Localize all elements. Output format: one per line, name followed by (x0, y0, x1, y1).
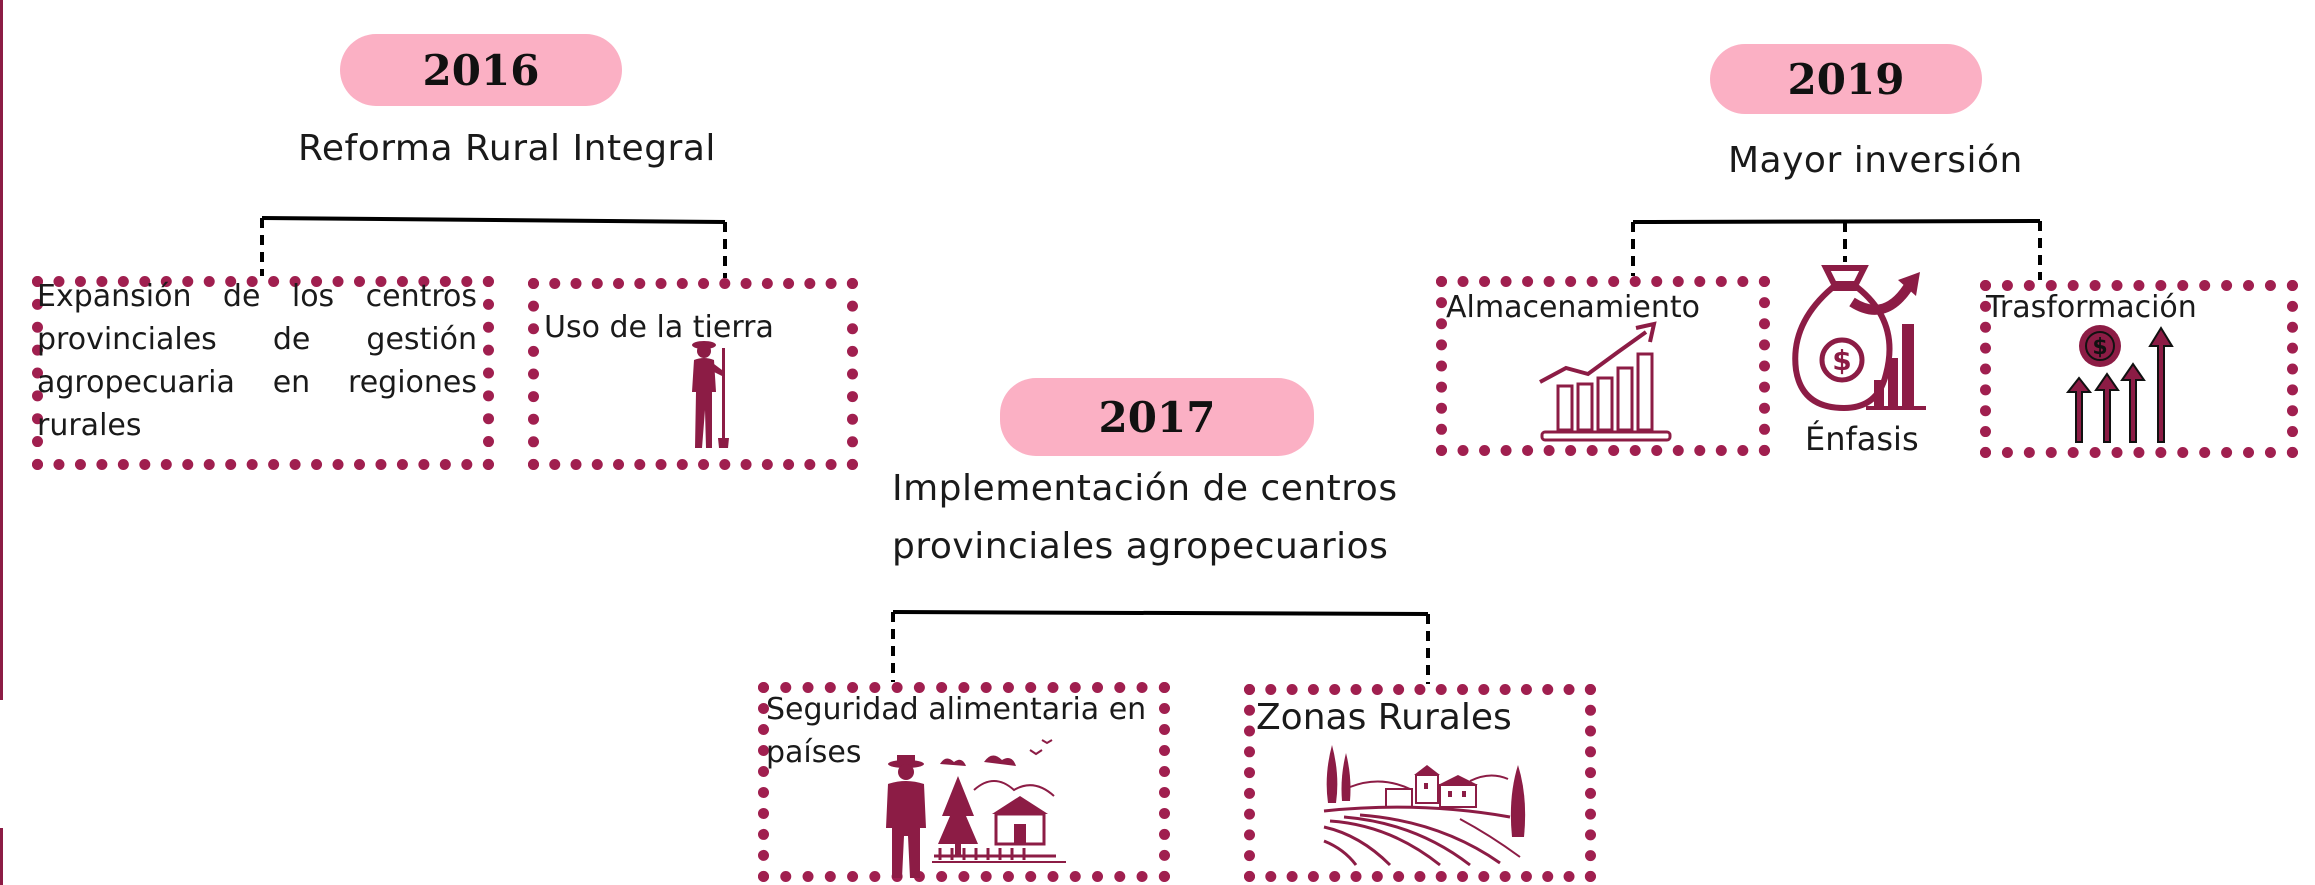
box-text-almacenamiento: Almacenamiento (1446, 290, 1700, 325)
farmer-with-shovel-icon (684, 340, 734, 450)
box-text-seguridad: Seguridad alimentaria en países (766, 692, 1147, 770)
svg-text:$: $ (1832, 344, 1851, 377)
farmer-house-trees-icon (880, 736, 1070, 880)
coin-rising-arrows-icon: $ (2064, 322, 2184, 444)
svg-text:$: $ (2092, 335, 2107, 360)
heading-2016: Reforma Rural Integral (298, 128, 716, 169)
year-label: 2019 (1787, 54, 1905, 104)
left-accent-rule-lower (0, 828, 3, 885)
connector-2019 (1632, 219, 2041, 224)
box-text-uso-tierra: Uso de la tierra (544, 310, 774, 345)
heading-2019: Mayor inversión (1728, 140, 2023, 181)
left-accent-rule (0, 0, 3, 700)
countryside-village-icon (1320, 745, 1530, 867)
box-almacenamiento (1436, 276, 1770, 456)
year-label: 2017 (1098, 392, 1216, 442)
box-text-trasformacion: Trasformación (1986, 290, 2197, 325)
heading-2017: Implementación de centros provinciales a… (892, 468, 1398, 567)
box-text-expansion: Expansión de los centros provinciales de… (37, 279, 477, 443)
year-badge-2019: 2019 (1710, 44, 1982, 114)
connector-2016 (261, 216, 726, 224)
center-label-enfasis: Énfasis (1805, 420, 1919, 458)
year-badge-2017: 2017 (1000, 378, 1314, 456)
box-trasformacion (1980, 280, 2298, 458)
box-uso-tierra (528, 278, 858, 470)
box-expansion-centros (32, 276, 494, 470)
box-text-zonas: Zonas Rurales (1256, 697, 1512, 738)
connector-2017 (892, 610, 1429, 616)
growth-bar-chart-icon (1536, 320, 1676, 444)
money-bag-growth-icon: $ (1782, 262, 1930, 412)
year-badge-2016: 2016 (340, 34, 622, 106)
year-label: 2016 (422, 45, 540, 95)
